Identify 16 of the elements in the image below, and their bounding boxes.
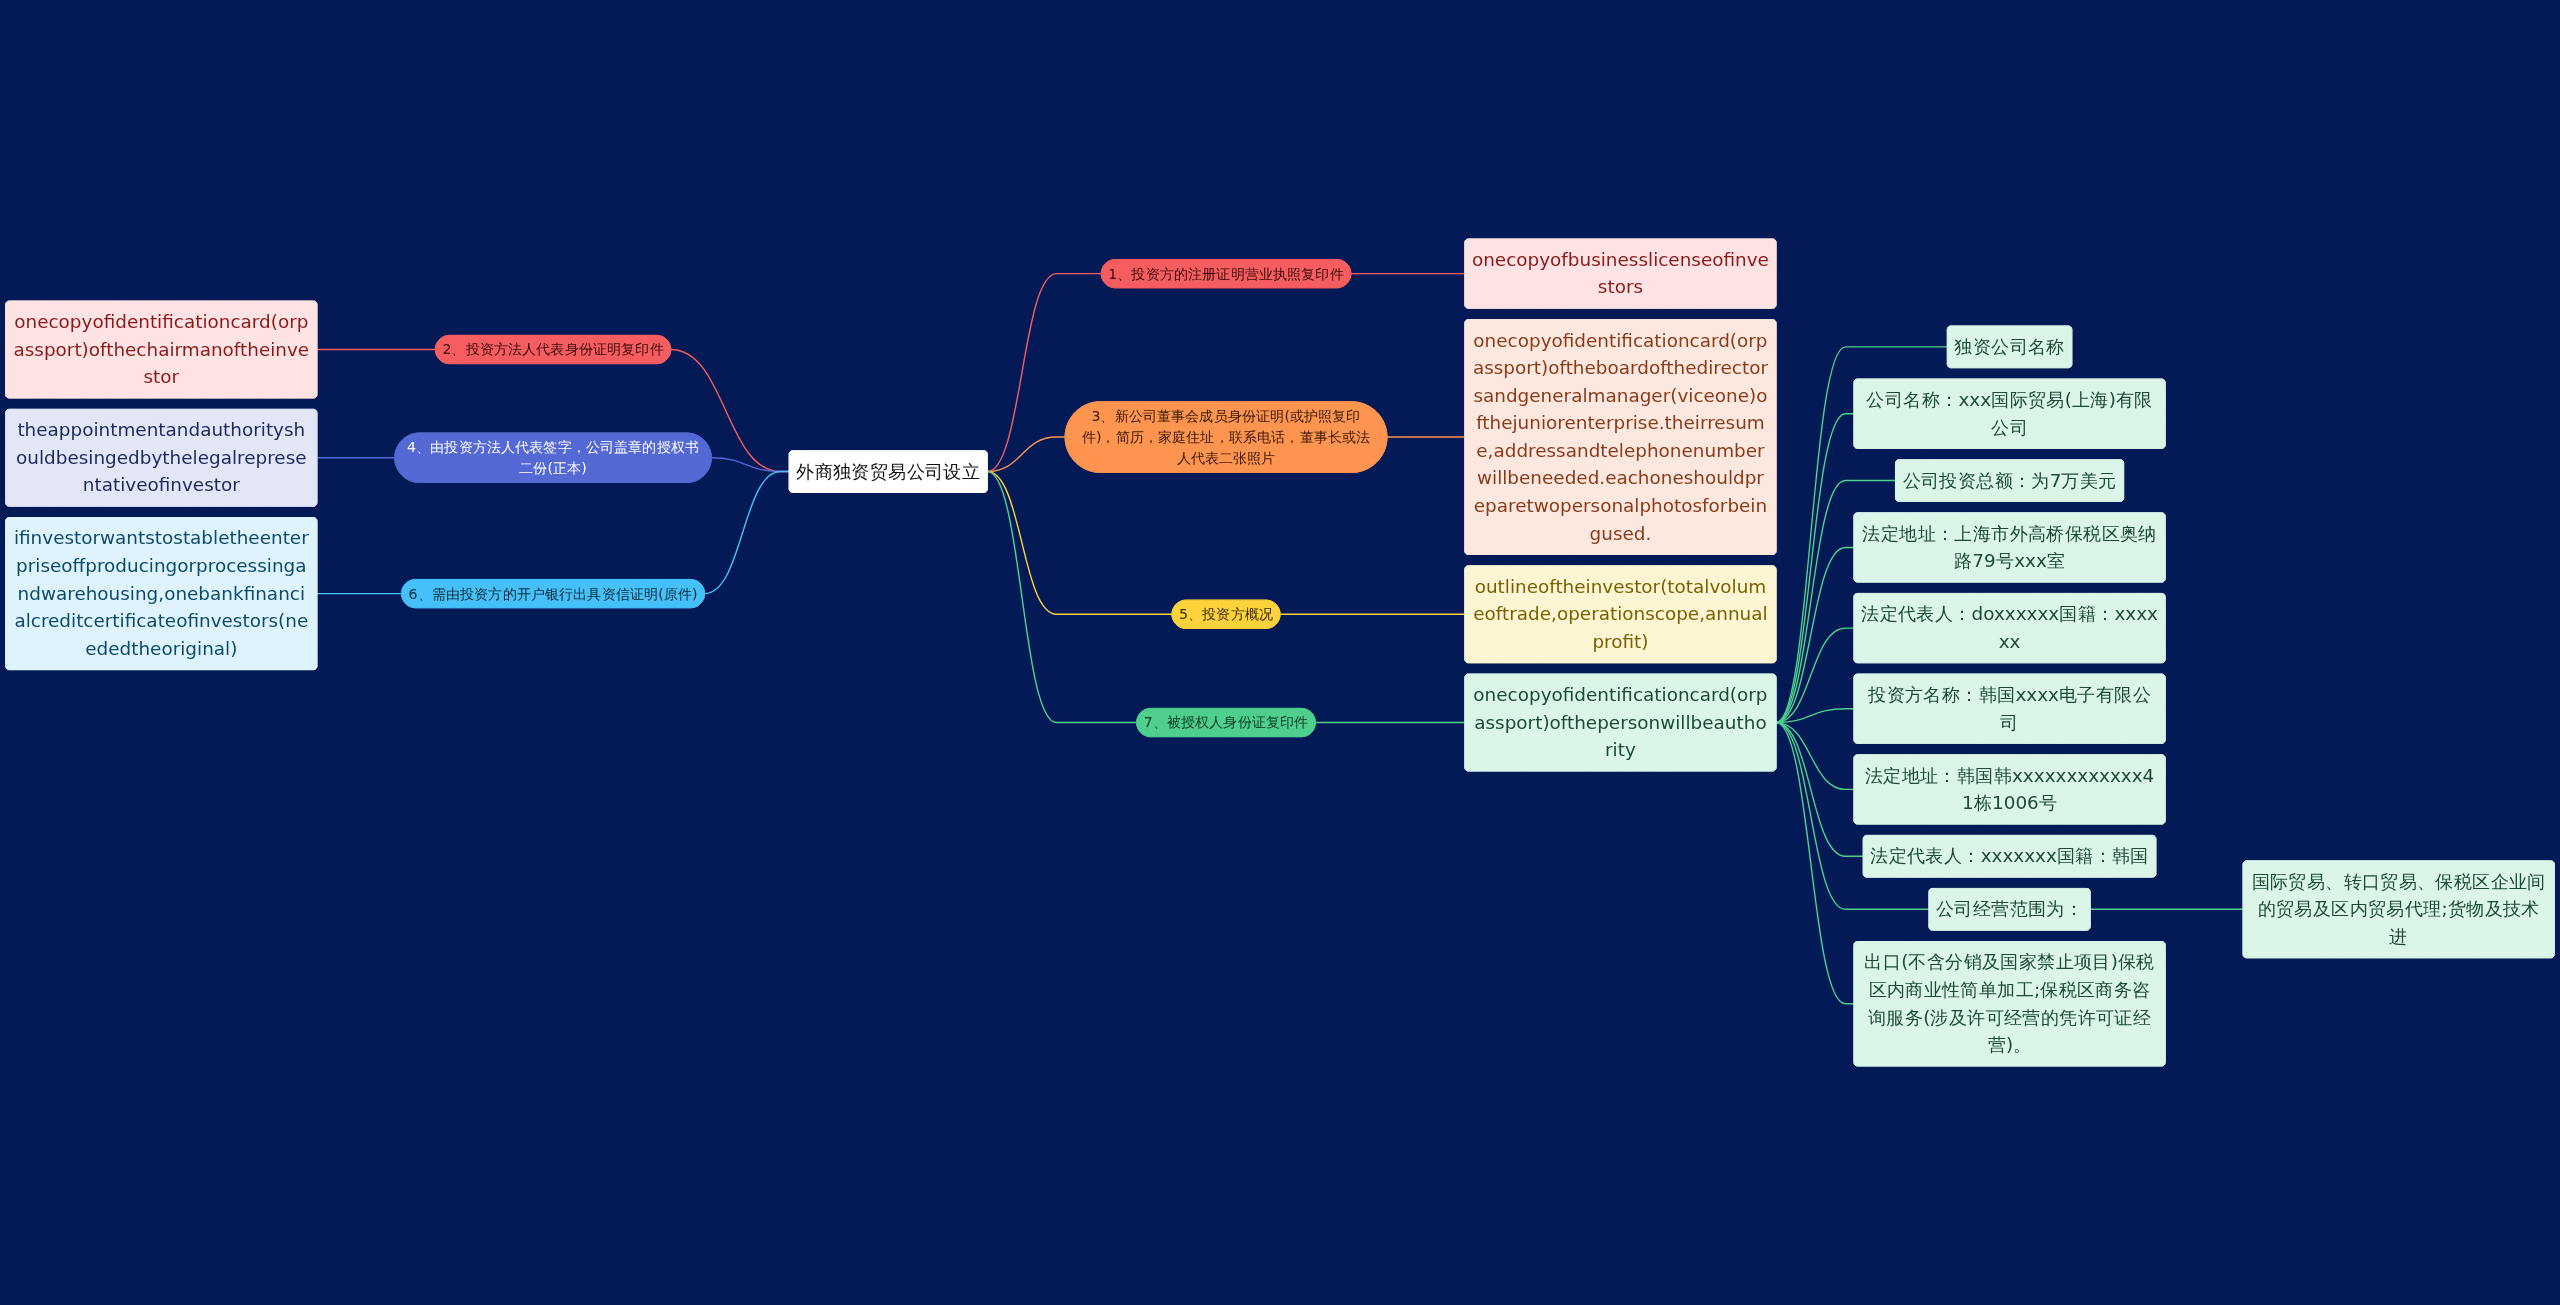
connector	[316, 592, 403, 595]
connector	[1279, 613, 1466, 615]
connector	[986, 470, 1138, 724]
connector	[986, 272, 1102, 473]
connector	[1775, 413, 1855, 724]
connector	[316, 348, 437, 351]
connector	[1314, 721, 1466, 724]
connector	[1775, 721, 1855, 1005]
connector	[703, 470, 790, 595]
connector	[1775, 479, 1897, 724]
connector	[1386, 436, 1466, 438]
connector	[316, 457, 396, 459]
connector	[1775, 346, 1948, 724]
connector	[1775, 546, 1855, 724]
connector	[1350, 272, 1466, 275]
connector	[2089, 908, 2244, 911]
